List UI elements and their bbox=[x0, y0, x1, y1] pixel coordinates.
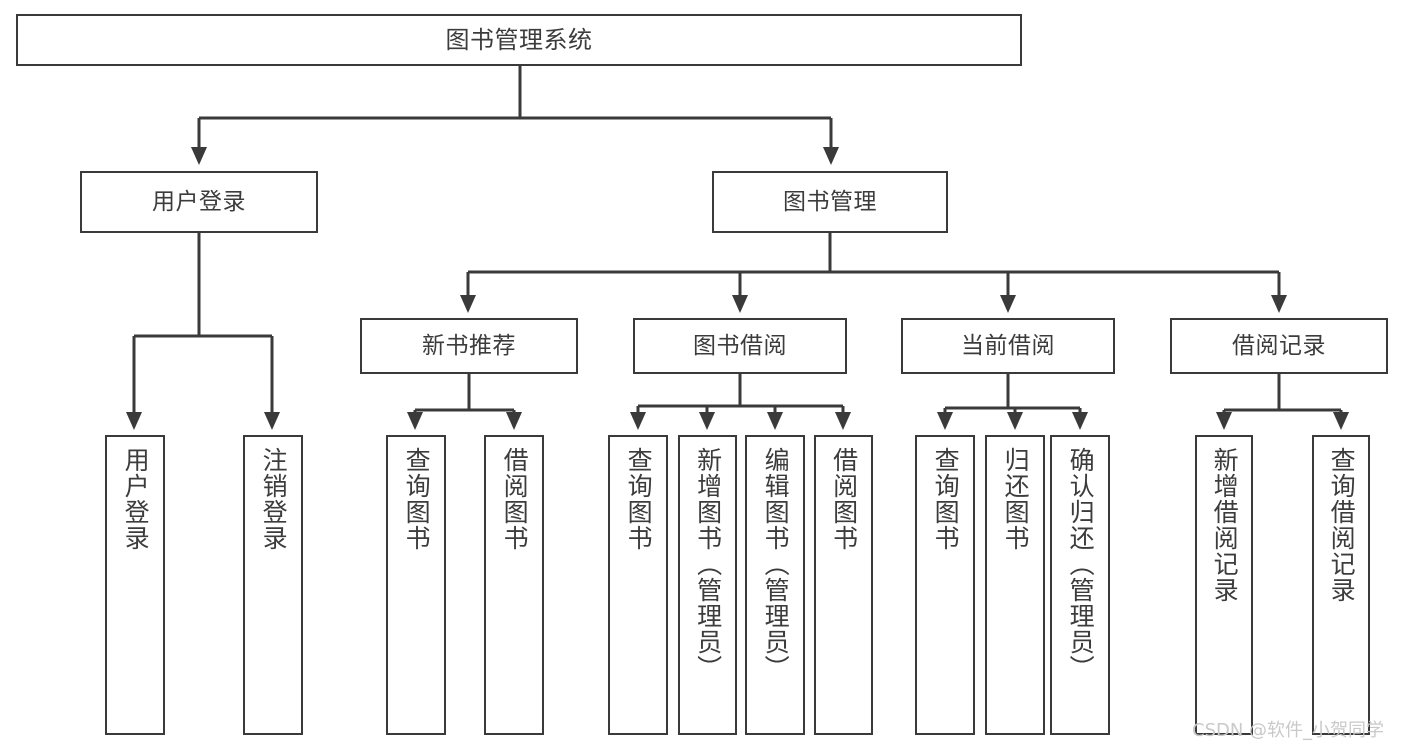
node-label: 注销登录 bbox=[259, 447, 289, 551]
book-manage-to-level2-arrow-2-head bbox=[1000, 295, 1016, 313]
node-leaf-cur-confirm[interactable]: 确认归还（管理员） bbox=[1050, 435, 1110, 735]
node-label: 图书管理系统 bbox=[445, 26, 593, 54]
record-to-leaves-arrow-0-head bbox=[1216, 412, 1232, 430]
newbook-to-leaves-arrow-0-head bbox=[407, 412, 423, 430]
node-label: 用户登录 bbox=[152, 188, 246, 215]
newbook-to-leaves-arrow-1-head bbox=[506, 412, 522, 430]
node-root[interactable]: 图书管理系统 bbox=[16, 14, 1022, 66]
node-current-borrow[interactable]: 当前借阅 bbox=[901, 318, 1115, 374]
node-leaf-borrow-edit[interactable]: 编辑图书（管理员） bbox=[745, 435, 805, 735]
bookborrow-to-leaves-arrow-3-head bbox=[835, 412, 851, 430]
user-login-to-leaves-arrow-1-head bbox=[264, 412, 280, 430]
node-label: 查询借阅记录 bbox=[1327, 447, 1357, 603]
node-leaf-rec-search[interactable]: 查询借阅记录 bbox=[1312, 435, 1370, 735]
curborrow-to-leaves-arrow-0-head bbox=[937, 412, 953, 430]
bookborrow-to-leaves-arrow-1-head bbox=[699, 412, 715, 430]
node-label: 查询图书 bbox=[931, 447, 961, 551]
node-leaf-borrow-add[interactable]: 新增图书（管理员） bbox=[678, 435, 737, 735]
node-label: 当前借阅 bbox=[961, 332, 1055, 359]
node-leaf-borrow-query[interactable]: 查询图书 bbox=[608, 435, 668, 735]
node-leaf-user-logout[interactable]: 注销登录 bbox=[243, 435, 303, 735]
node-leaf-user-login[interactable]: 用户登录 bbox=[105, 435, 165, 735]
node-label: 借阅记录 bbox=[1232, 332, 1326, 359]
node-user-login[interactable]: 用户登录 bbox=[80, 171, 318, 233]
node-label: 查询图书 bbox=[624, 447, 654, 551]
node-label: 新增借阅记录 bbox=[1210, 447, 1240, 603]
curborrow-to-leaves-arrow-2-head bbox=[1072, 412, 1088, 430]
node-book-borrow[interactable]: 图书借阅 bbox=[633, 318, 847, 374]
node-label: 借阅图书 bbox=[500, 447, 530, 551]
book-manage-to-level2-arrow-1-head bbox=[732, 295, 748, 313]
node-label: 新书推荐 bbox=[422, 332, 516, 359]
node-label: 借阅图书 bbox=[829, 447, 859, 551]
node-leaf-cur-query[interactable]: 查询图书 bbox=[915, 435, 975, 735]
node-label: 归还图书 bbox=[1001, 447, 1031, 551]
book-manage-to-level2-arrow-3-head bbox=[1271, 295, 1287, 313]
node-leaf-cur-return[interactable]: 归还图书 bbox=[985, 435, 1045, 735]
node-book-manage[interactable]: 图书管理 bbox=[712, 171, 948, 233]
node-borrow-record[interactable]: 借阅记录 bbox=[1170, 318, 1388, 374]
node-leaf-rec-query[interactable]: 查询图书 bbox=[386, 435, 446, 735]
curborrow-to-leaves-arrow-1-head bbox=[1007, 412, 1023, 430]
book-manage-to-level2-arrow-0-head bbox=[460, 295, 476, 313]
record-to-leaves-arrow-1-head bbox=[1333, 412, 1349, 430]
bookborrow-to-leaves-arrow-0-head bbox=[630, 412, 646, 430]
root-to-level1-arrow-1-head bbox=[823, 147, 839, 165]
bookborrow-to-leaves-arrow-2-head bbox=[767, 412, 783, 430]
node-label: 用户登录 bbox=[121, 447, 151, 551]
node-leaf-borrow-lend[interactable]: 借阅图书 bbox=[814, 435, 873, 735]
node-label: 新增图书（管理员） bbox=[693, 447, 723, 681]
node-new-book-rec[interactable]: 新书推荐 bbox=[360, 318, 578, 374]
root-to-level1-arrow-0-head bbox=[191, 147, 207, 165]
node-label: 查询图书 bbox=[402, 447, 432, 551]
node-label: 图书借阅 bbox=[693, 332, 787, 359]
node-leaf-rec-borrow[interactable]: 借阅图书 bbox=[484, 435, 544, 735]
node-label: 确认归还（管理员） bbox=[1066, 447, 1096, 681]
node-label: 编辑图书（管理员） bbox=[761, 447, 791, 681]
user-login-to-leaves-arrow-0-head bbox=[126, 412, 142, 430]
node-leaf-rec-add[interactable]: 新增借阅记录 bbox=[1195, 435, 1253, 735]
node-label: 图书管理 bbox=[783, 188, 877, 215]
